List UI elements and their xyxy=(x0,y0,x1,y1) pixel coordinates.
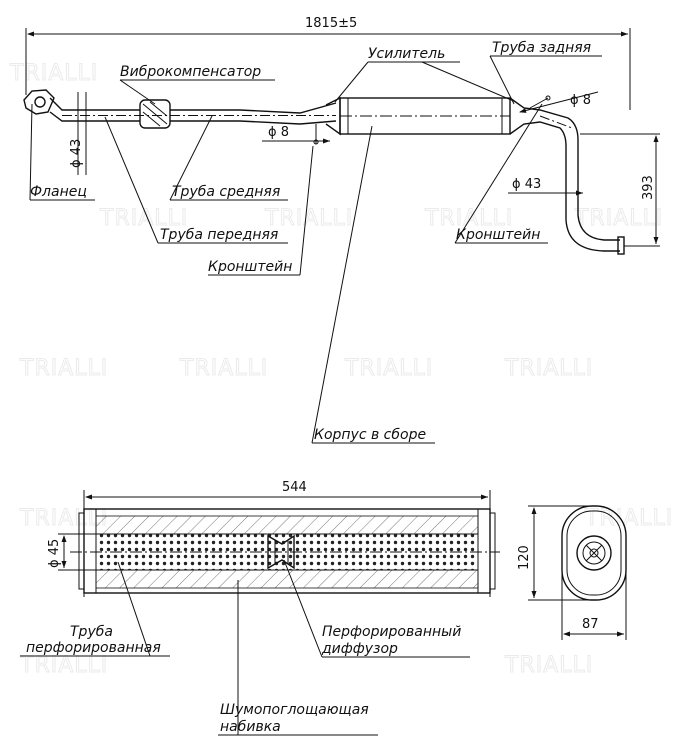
watermark: TRIALLI xyxy=(264,206,353,231)
overall-length-dimension: 1815±5 xyxy=(305,16,357,31)
watermark: TRIALLI xyxy=(424,206,513,231)
pipe-diameter-right: ϕ 43 xyxy=(512,177,541,192)
label-perforated-pipe-line2: перфорированная xyxy=(26,640,161,656)
label-pipe-front: Труба передняя xyxy=(160,227,278,243)
height-dimension: 393 xyxy=(641,175,656,200)
watermark: TRIALLI xyxy=(504,356,593,381)
watermark: TRIALLI xyxy=(19,506,108,531)
pipe-diameter-left: ϕ 43 xyxy=(69,139,84,168)
perforated-diffuser-shape xyxy=(267,534,295,570)
label-body-assembly: Корпус в сборе xyxy=(314,427,426,443)
watermark: TRIALLI xyxy=(574,206,663,231)
packing-top xyxy=(95,515,479,535)
bracket-diameter-right: ϕ 8 xyxy=(570,93,591,108)
watermark: TRIALLI xyxy=(19,356,108,381)
end-view: 120 87 xyxy=(517,505,627,640)
bracket-diameter-left: ϕ 8 xyxy=(268,125,289,140)
watermark: TRIALLI xyxy=(344,356,433,381)
label-reinforcement: Усилитель xyxy=(368,46,445,62)
label-perforated-pipe-line1: Труба xyxy=(70,624,113,640)
vibro-compensator-shape xyxy=(139,99,171,129)
label-pipe-rear: Труба задняя xyxy=(492,40,591,56)
end-oval-outer xyxy=(561,505,627,601)
flange-shape xyxy=(23,89,55,115)
label-packing-line1: Шумопоглощающая xyxy=(220,702,369,718)
section-view: 544 ϕ 45 Труба перфорированная Перфориро… xyxy=(20,480,500,736)
label-bracket-right: Кронштейн xyxy=(456,227,540,243)
watermark: TRIALLI xyxy=(19,653,108,678)
label-packing-line2: набивка xyxy=(220,719,281,735)
watermark: TRIALLI xyxy=(99,206,188,231)
end-height-dimension: 120 xyxy=(517,545,532,570)
watermark: TRIALLI xyxy=(504,653,593,678)
watermark: TRIALLI xyxy=(179,356,268,381)
label-vibro-compensator: Виброкомпенсатор xyxy=(120,64,261,80)
end-width-dimension: 87 xyxy=(582,617,599,632)
section-length-dimension: 544 xyxy=(282,480,307,495)
watermark: TRIALLI xyxy=(9,61,98,86)
watermarks: TRIALLI TRIALLI TRIALLI TRIALLI TRIALLI … xyxy=(9,61,673,679)
packing-bottom xyxy=(95,569,479,589)
watermark: TRIALLI xyxy=(584,506,673,531)
label-perforated-diffuser-line1: Перфорированный xyxy=(322,624,461,640)
top-view: 1815±5 ϕ 43 xyxy=(23,16,660,444)
label-perforated-diffuser-line2: диффузор xyxy=(321,641,398,657)
label-pipe-middle: Труба средняя xyxy=(172,184,280,200)
label-bracket-left: Кронштейн xyxy=(208,259,292,275)
section-inner-diameter: ϕ 45 xyxy=(47,539,62,568)
label-flange: Фланец xyxy=(30,184,87,200)
